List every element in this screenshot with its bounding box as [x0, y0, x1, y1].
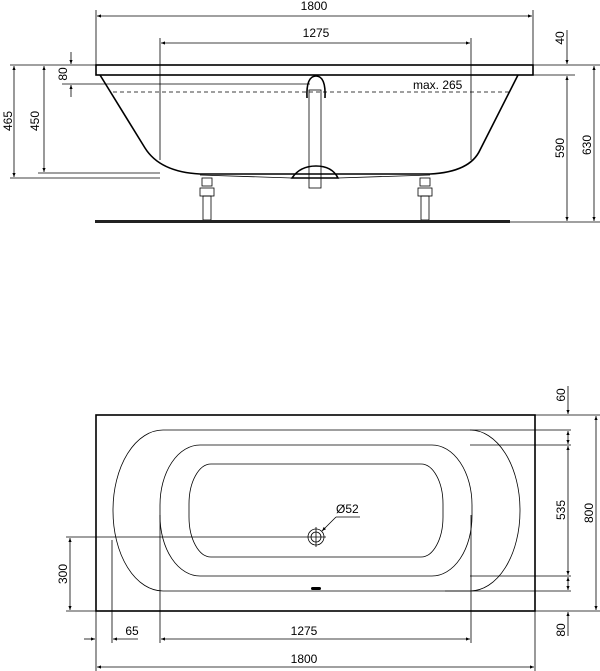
dim-height-to-base: 465	[1, 111, 15, 131]
dim-inner-width: 535	[554, 500, 568, 520]
water-level-label: max. 265	[413, 78, 463, 92]
tub-body	[99, 74, 519, 175]
outer-rim-contour	[112, 429, 521, 592]
dim-inner-depth: 450	[28, 111, 42, 131]
dim-inner-length: 1275	[303, 26, 330, 40]
waste-overflow-pipe	[199, 75, 431, 189]
side-view: max. 265 1800 1275	[1, 0, 600, 223]
tub-rim	[95, 64, 534, 76]
foot-right	[417, 177, 433, 221]
dim-top-inner-length: 1275	[291, 624, 318, 638]
dim-overall-width: 800	[582, 503, 596, 523]
dim-rim-to-floor: 590	[553, 138, 567, 158]
dim-overall-length: 1800	[301, 0, 328, 13]
inner-basin-contour	[188, 463, 444, 558]
dim-total-height: 630	[580, 135, 594, 155]
dim-waste-offset: 300	[56, 564, 70, 584]
top-view: Ø52 300 65 1275 1800 60 535 80	[56, 386, 600, 671]
middle-contour	[159, 444, 473, 577]
waste-drain-icon	[306, 527, 326, 547]
dim-top-overall-length: 1800	[291, 652, 318, 666]
tub-outline	[95, 414, 536, 612]
overflow-outlet	[311, 587, 321, 590]
dim-rim-thickness: 40	[553, 31, 567, 45]
dim-top-margin: 60	[554, 388, 568, 402]
dim-waste-diameter: Ø52	[336, 502, 359, 516]
dim-bottom-margin: 80	[554, 623, 568, 637]
dim-overflow-depth: 80	[56, 67, 70, 81]
foot-left	[199, 177, 215, 221]
dim-edge-offset: 65	[125, 624, 139, 638]
floor-line	[95, 220, 510, 223]
